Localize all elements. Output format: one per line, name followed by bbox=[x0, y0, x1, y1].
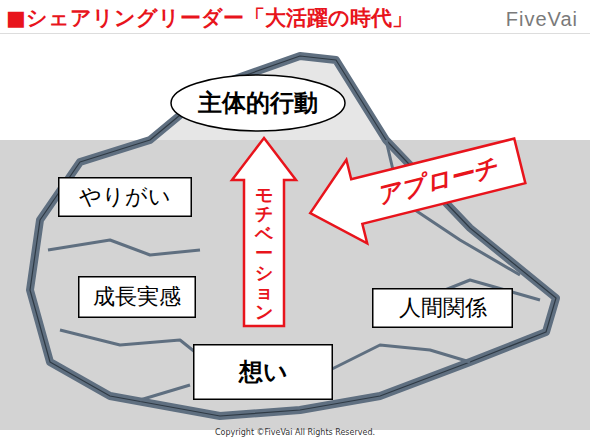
motivation-arrow: モチベーション bbox=[230, 136, 298, 328]
node-text: やりがい bbox=[79, 182, 171, 212]
node-text: 成長実感 bbox=[93, 282, 181, 312]
logo-text: FiveVai bbox=[506, 8, 578, 31]
factor-box: やりがい bbox=[58, 177, 192, 217]
factor-box: 人間関係 bbox=[372, 288, 513, 328]
node-text: 想い bbox=[239, 356, 288, 388]
factor-box: 成長実感 bbox=[78, 276, 196, 318]
title-rule bbox=[0, 33, 590, 34]
node-text: 人間関係 bbox=[399, 293, 487, 323]
core-box: 想い bbox=[193, 344, 333, 400]
goal-ellipse: 主体的行動 bbox=[170, 74, 346, 132]
node-text: 主体的行動 bbox=[198, 87, 318, 119]
node-text: モチベーション bbox=[255, 186, 273, 322]
copyright-note: Copyright ©FiveVai All Rights Reserved. bbox=[0, 428, 590, 437]
slide-title: ■シェアリングリーダー「大活躍の時代」 bbox=[6, 4, 413, 32]
